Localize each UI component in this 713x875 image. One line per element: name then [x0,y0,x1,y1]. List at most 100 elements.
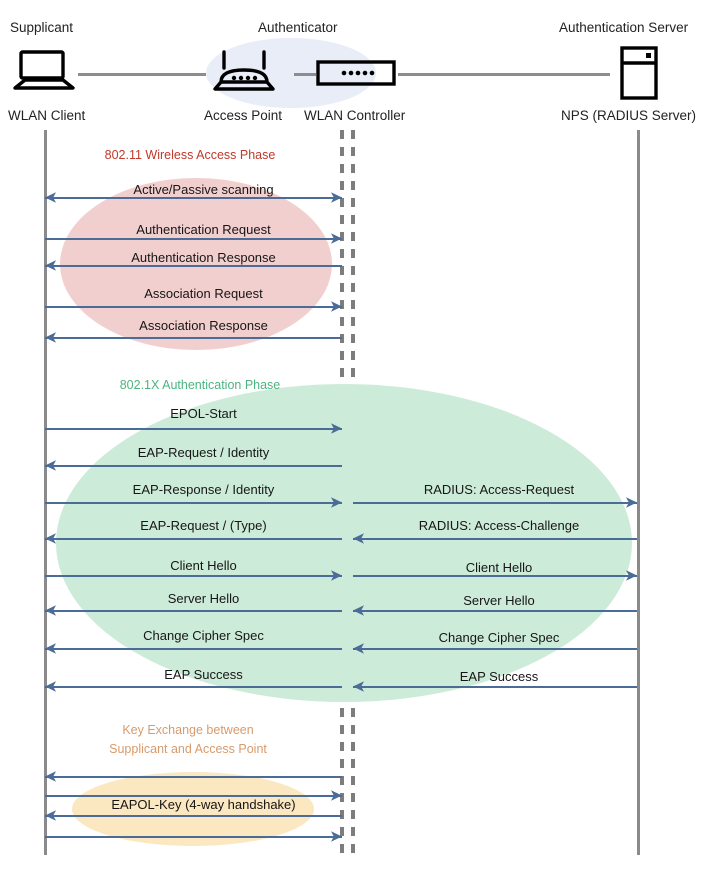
message-arrow-phase3-2 [45,810,342,821]
message-arrow-phase2-right-0 [353,497,637,508]
lifeline-supplicant [44,130,47,855]
arrow-shaft [45,795,342,797]
message-label-phase1-2: Authentication Response [131,250,276,265]
server-rack-icon [619,46,659,105]
message-label-phase2-right-5: EAP Success [459,669,539,684]
arrow-head-left [353,643,364,654]
message-arrow-phase2-left-6 [45,643,342,654]
arrow-head-left [45,533,56,544]
link-client-to-ap [78,73,206,76]
message-label-phase3-2: EAPOL-Key (4-way handshake) [111,797,296,812]
arrow-head-left [45,605,56,616]
arrow-head-left [45,192,56,203]
phase-label-key-exchange: Key Exchange between Supplicant and Acce… [109,723,267,756]
actor-device-wlan-controller: WLAN Controller [304,108,406,123]
arrow-head-right [626,497,637,508]
phase-highlight-key-exchange [72,772,314,846]
message-arrow-phase1-2 [45,260,342,271]
phase-highlight-802-11 [60,178,332,350]
phase-label-802-11: 802.11 Wireless Access Phase [104,148,276,162]
message-arrow-phase2-right-3 [353,605,637,616]
message-arrow-phase1-4 [45,332,342,343]
arrow-head-left [353,681,364,692]
message-arrow-phase3-0 [45,771,342,782]
arrow-head-left [45,771,56,782]
message-arrow-phase2-left-1 [45,460,342,471]
message-arrow-phase2-left-0 [45,423,342,434]
arrow-head-right [331,233,342,244]
arrow-head-right [331,831,342,842]
arrow-head-right [331,192,342,203]
message-arrow-phase2-left-2 [45,497,342,508]
arrow-head-left [45,643,56,654]
arrow-shaft [45,575,342,577]
message-label-phase2-right-0: RADIUS: Access-Request [423,482,575,497]
arrow-shaft [45,465,342,467]
actor-role-authentication-server: Authentication Server [559,20,689,35]
arrow-head-left [45,681,56,692]
arrow-shaft [353,648,637,650]
arrow-head-right [331,570,342,581]
actor-device-access-point: Access Point [204,108,283,123]
arrow-shaft [45,538,342,540]
message-label-phase1-4: Association Response [139,318,268,333]
arrow-shaft [353,502,637,504]
message-arrow-phase2-right-4 [353,643,637,654]
message-arrow-phase2-left-5 [45,605,342,616]
wireless-router-icon [213,48,275,97]
arrow-shaft [45,815,342,817]
message-label-phase2-left-6: Change Cipher Spec [143,628,264,643]
message-label-phase2-left-7: EAP Success [164,667,243,682]
message-arrow-phase2-right-1 [353,533,637,544]
arrow-head-left [45,260,56,271]
arrow-shaft [353,575,637,577]
arrow-shaft [353,538,637,540]
message-arrow-phase2-right-2 [353,570,637,581]
arrow-shaft [45,648,342,650]
network-switch-icon [316,60,396,91]
message-label-phase2-left-3: EAP-Request / (Type) [140,518,267,533]
arrow-head-left [353,605,364,616]
laptop-icon [13,50,75,97]
message-label-phase2-left-2: EAP-Response / Identity [132,482,275,497]
message-label-phase2-left-5: Server Hello [167,591,240,606]
message-arrow-phase2-left-3 [45,533,342,544]
message-label-phase2-left-4: Client Hello [170,558,237,573]
message-label-phase1-1: Authentication Request [136,222,271,237]
message-arrow-phase3-3 [45,831,342,842]
arrow-shaft [45,197,342,199]
arrow-shaft [353,686,637,688]
arrow-head-left [45,332,56,343]
actor-device-wlan-client: WLAN Client [8,108,86,123]
arrow-shaft [45,836,342,838]
arrow-shaft [45,428,342,430]
actor-device-nps-radius-server: NPS (RADIUS Server) [561,108,697,123]
phase-label-802-1x: 802.1X Authentication Phase [119,378,281,392]
message-label-phase1-3: Association Request [144,286,263,301]
arrow-head-left [353,533,364,544]
message-label-phase2-left-0: EPOL-Start [170,406,237,421]
arrow-head-left [45,810,56,821]
message-label-phase2-left-1: EAP-Request / Identity [137,445,270,460]
arrow-shaft [45,776,342,778]
arrow-shaft [45,610,342,612]
arrow-shaft [353,610,637,612]
message-arrow-phase2-left-4 [45,570,342,581]
message-label-phase2-right-4: Change Cipher Spec [438,630,560,645]
arrow-head-right [331,497,342,508]
message-arrow-phase1-3 [45,301,342,312]
message-label-phase2-right-2: Client Hello [465,560,533,575]
message-arrow-phase3-1 [45,790,342,801]
arrow-shaft [45,686,342,688]
message-arrow-phase2-right-5 [353,681,637,692]
arrow-head-right [331,423,342,434]
message-label-phase2-right-1: RADIUS: Access-Challenge [418,518,580,533]
message-label-phase1-0: Active/Passive scanning [133,182,274,197]
arrow-head-right [331,301,342,312]
arrow-shaft [45,238,342,240]
arrow-head-right [626,570,637,581]
lifeline-auth-server [637,130,640,855]
actor-role-authenticator: Authenticator [258,20,338,35]
message-arrow-phase1-1 [45,233,342,244]
